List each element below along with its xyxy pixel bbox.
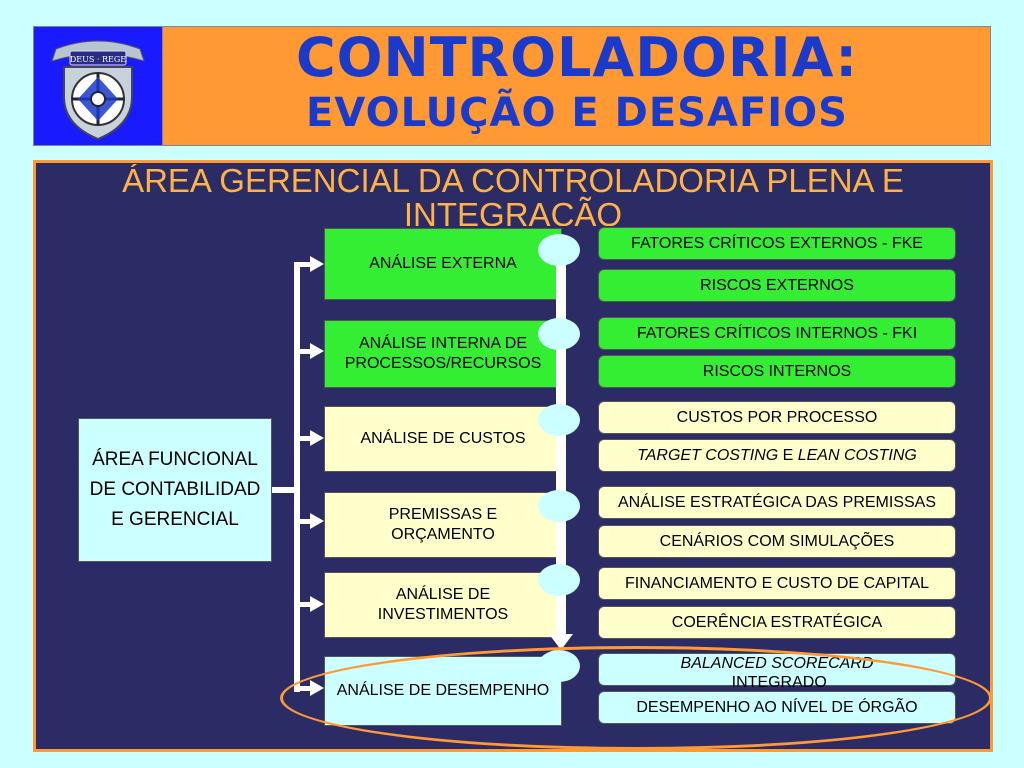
output-box-internal-risks: RISCOS INTERNOS: [598, 355, 956, 388]
connector-line: [294, 519, 312, 524]
arrow-right-icon: [310, 256, 324, 272]
connector-line: [294, 602, 312, 607]
logo: DEUS · REGE: [33, 26, 163, 146]
page-subtitle: EVOLUÇÃO E DESAFIOS: [306, 90, 848, 136]
shield-emblem-icon: DEUS · REGE: [51, 40, 145, 141]
connector-line: [294, 262, 300, 692]
source-box: ÁREA FUNCIONAL DE CONTABILIDADE GERENCIA…: [78, 418, 272, 562]
connector-bubble: [538, 318, 580, 350]
logo-motto: DEUS · REGE: [70, 55, 126, 64]
output-text-italic: TARGET COSTING: [637, 447, 779, 464]
arrow-right-icon: [310, 596, 324, 612]
output-box-fke: FATORES CRÍTICOS EXTERNOS - FKE: [598, 227, 956, 260]
connector-bubble: [538, 234, 580, 266]
page-title: CONTROLADORIA:: [295, 26, 859, 89]
output-box-target-lean-costing: TARGET COSTING E LEAN COSTING: [598, 439, 956, 472]
output-box-financing: FINANCIAMENTO E CUSTO DE CAPITAL: [598, 567, 956, 600]
connector-line: [294, 262, 312, 267]
connector-line: [272, 487, 298, 493]
analysis-box-external: ANÁLISE EXTERNA: [324, 228, 562, 300]
output-text-italic: LEAN COSTING: [797, 447, 917, 464]
connector-bubble: [538, 490, 580, 522]
connector-line: [294, 349, 312, 354]
output-box-strategic-premises: ANÁLISE ESTRATÉGICA DAS PREMISSAS: [598, 486, 956, 519]
arrow-right-icon: [310, 430, 324, 446]
output-text-join: E: [778, 447, 798, 464]
output-box-fki: FATORES CRÍTICOS INTERNOS - FKI: [598, 317, 956, 350]
connector-bubble: [538, 404, 580, 436]
header-banner: [33, 26, 991, 146]
highlight-ellipse: [280, 646, 992, 750]
connector-line: [294, 436, 312, 441]
analysis-box-investments: ANÁLISE DE INVESTIMENTOS: [324, 572, 562, 638]
connector-bubble: [538, 564, 580, 596]
output-box-strategic-coherence: COERÊNCIA ESTRATÉGICA: [598, 606, 956, 639]
analysis-box-costs: ANÁLISE DE CUSTOS: [324, 406, 562, 472]
arrow-right-icon: [310, 513, 324, 529]
output-box-scenarios: CENÁRIOS COM SIMULAÇÕES: [598, 525, 956, 558]
connector-spine: [556, 240, 566, 640]
section-title: ÁREA GERENCIAL DA CONTROLADORIA PLENA E …: [122, 164, 904, 226]
output-box-process-costs: CUSTOS POR PROCESSO: [598, 401, 956, 434]
analysis-box-internal: ANÁLISE INTERNA DE PROCESSOS/RECURSOS: [324, 320, 562, 388]
arrow-right-icon: [310, 343, 324, 359]
output-box-external-risks: RISCOS EXTERNOS: [598, 269, 956, 302]
analysis-box-budget: PREMISSAS E ORÇAMENTO: [324, 492, 562, 558]
